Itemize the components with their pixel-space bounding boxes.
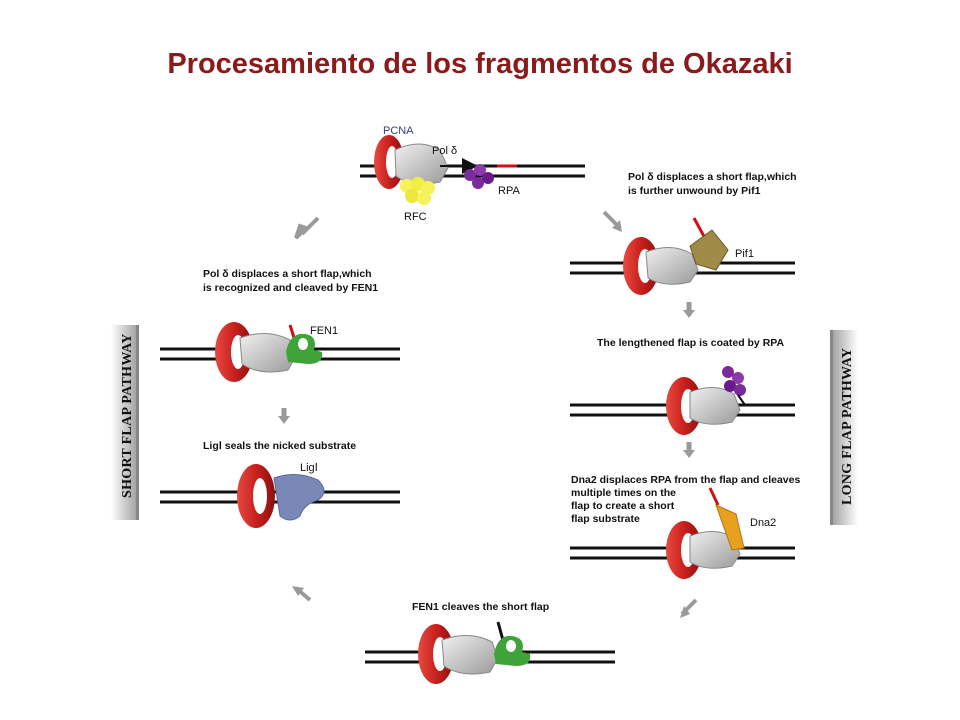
long-flap-pathway-label: LONG FLAP PATHWAY — [840, 348, 855, 505]
panel-short-fen1: Pol δ displaces a short flap,which is re… — [160, 268, 400, 382]
flow-arrows — [278, 210, 698, 618]
lig1-icon — [273, 474, 325, 521]
caption-dna2-1: Dna2 displaces RPA from the flap and cle… — [571, 474, 800, 486]
caption-long-flap-1: Pol δ displaces a short flap,which — [628, 171, 797, 183]
dna2-icon — [715, 504, 745, 551]
fen1-label-1: FEN1 — [310, 325, 338, 337]
caption-long-flap-2: is further unwound by Pif1 — [628, 185, 761, 197]
pol-delta-label: Pol δ — [432, 145, 457, 157]
caption-lig-seal: LigⅠ seals the nicked substrate — [203, 440, 356, 452]
caption-dna2-4: flap substrate — [571, 513, 640, 525]
short-flap-pathway-bar: SHORT FLAP PATHWAY — [111, 325, 139, 520]
panel-long-rpa: The lengthened flap is coated by RPA — [570, 337, 795, 435]
panel-long-dna2: Dna2 displaces RPA from the flap and cle… — [570, 474, 800, 579]
caption-fen1-cleave: FEN1 cleaves the short flap — [412, 601, 549, 613]
short-flap-pathway-label: SHORT FLAP PATHWAY — [120, 333, 135, 498]
caption-dna2-2: multiple times on the — [571, 487, 676, 499]
rpa-label: RPA — [498, 185, 520, 197]
arrow-to-short — [294, 216, 320, 240]
caption-short-flap-2: is recognized and cleaved by FEN1 — [203, 282, 378, 294]
pif1-label: Pif1 — [735, 248, 754, 260]
pcna-label: PCNA — [383, 125, 414, 137]
pif1-icon — [689, 229, 729, 271]
panel-bottom-fen1: FEN1 cleaves the short flap — [365, 601, 615, 684]
long-flap-pathway-bar: LONG FLAP PATHWAY — [830, 330, 858, 525]
caption-dna2-3: flap to create a short — [571, 500, 675, 512]
panel-long-pif1: Pol δ displaces a short flap,which is fu… — [570, 171, 797, 295]
caption-short-flap-1: Pol δ displaces a short flap,which — [203, 268, 372, 280]
lig1-label: LigⅠ — [300, 462, 318, 474]
dna2-label: Dna2 — [750, 517, 776, 529]
panel-short-lig: LigⅠ seals the nicked substrate LigⅠ — [160, 440, 400, 528]
panel-start: PCNA Pol δ RPA RFC — [360, 125, 585, 223]
page-title: Procesamiento de los fragmentos de Okaza… — [167, 48, 793, 80]
rpa-icon — [464, 164, 494, 189]
rfc-label: RFC — [404, 211, 427, 223]
rpa-icon-2 — [722, 366, 746, 396]
caption-rpa-coat: The lengthened flap is coated by RPA — [597, 337, 784, 349]
rfc-icon — [400, 177, 435, 205]
